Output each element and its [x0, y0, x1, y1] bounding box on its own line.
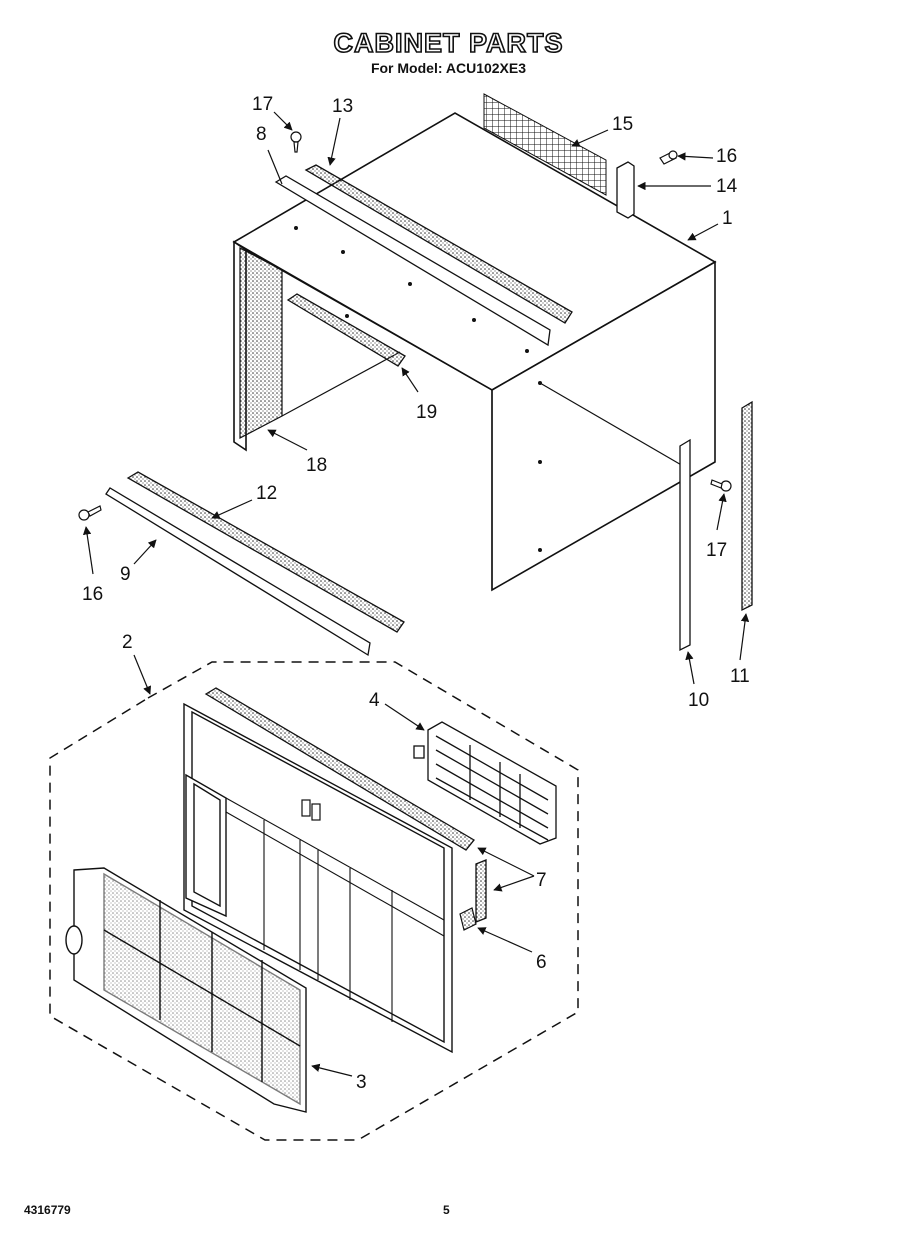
screw-icon	[710, 479, 732, 492]
front-frame-slats	[225, 797, 445, 1022]
screw-icon	[78, 505, 102, 521]
side-gasket-11	[741, 400, 753, 612]
rear-mesh-screen	[483, 93, 607, 196]
cabinet-screw-holes	[294, 226, 542, 552]
callout-17-right: 17	[706, 540, 727, 561]
frame-top-gasket	[204, 687, 475, 851]
screw-icon	[290, 131, 302, 153]
callout-19: 19	[416, 402, 437, 423]
screw-icon	[659, 150, 678, 165]
callout-6: 6	[536, 952, 547, 973]
callout-4: 4	[369, 690, 380, 711]
small-gasket-7	[475, 859, 487, 923]
frame-latch	[301, 799, 321, 821]
small-block-6	[459, 907, 477, 931]
cabinet-shell	[232, 112, 717, 592]
rear-bracket	[616, 161, 635, 219]
callout-16-left: 16	[82, 584, 103, 605]
document-number: 4316779	[24, 1203, 71, 1217]
page-title: CABINET PARTS	[333, 27, 564, 59]
assembly-boundary	[49, 661, 579, 1141]
callout-12: 12	[256, 483, 277, 504]
callout-16-top: 16	[716, 146, 737, 167]
callout-1: 1	[722, 208, 733, 229]
callout-15: 15	[612, 114, 633, 135]
inner-gasket	[286, 293, 406, 367]
leader-lines	[82, 111, 750, 1077]
louver-grille	[413, 721, 557, 845]
callout-3: 3	[356, 1072, 367, 1093]
callout-17-top: 17	[252, 94, 273, 115]
model-subtitle: For Model: ACU102XE3	[370, 60, 527, 76]
callout-13: 13	[332, 96, 353, 117]
callout-18: 18	[306, 455, 327, 476]
side-rail-10	[679, 438, 691, 652]
callout-14: 14	[716, 176, 738, 197]
cabinet-interior-lines	[245, 249, 691, 590]
lower-gasket-12	[126, 471, 405, 633]
top-gasket	[304, 164, 573, 324]
page-number: 5	[443, 1203, 450, 1217]
callout-9: 9	[120, 564, 131, 585]
callout-2: 2	[122, 632, 133, 653]
callout-11: 11	[730, 666, 750, 687]
callout-8: 8	[256, 124, 267, 145]
callout-7: 7	[536, 870, 547, 891]
side-insulation-panel	[239, 247, 283, 439]
callout-10: 10	[688, 690, 709, 711]
top-rail-strip	[274, 175, 551, 347]
front-filter-panel	[65, 867, 307, 1113]
lower-rail-9	[105, 487, 371, 657]
